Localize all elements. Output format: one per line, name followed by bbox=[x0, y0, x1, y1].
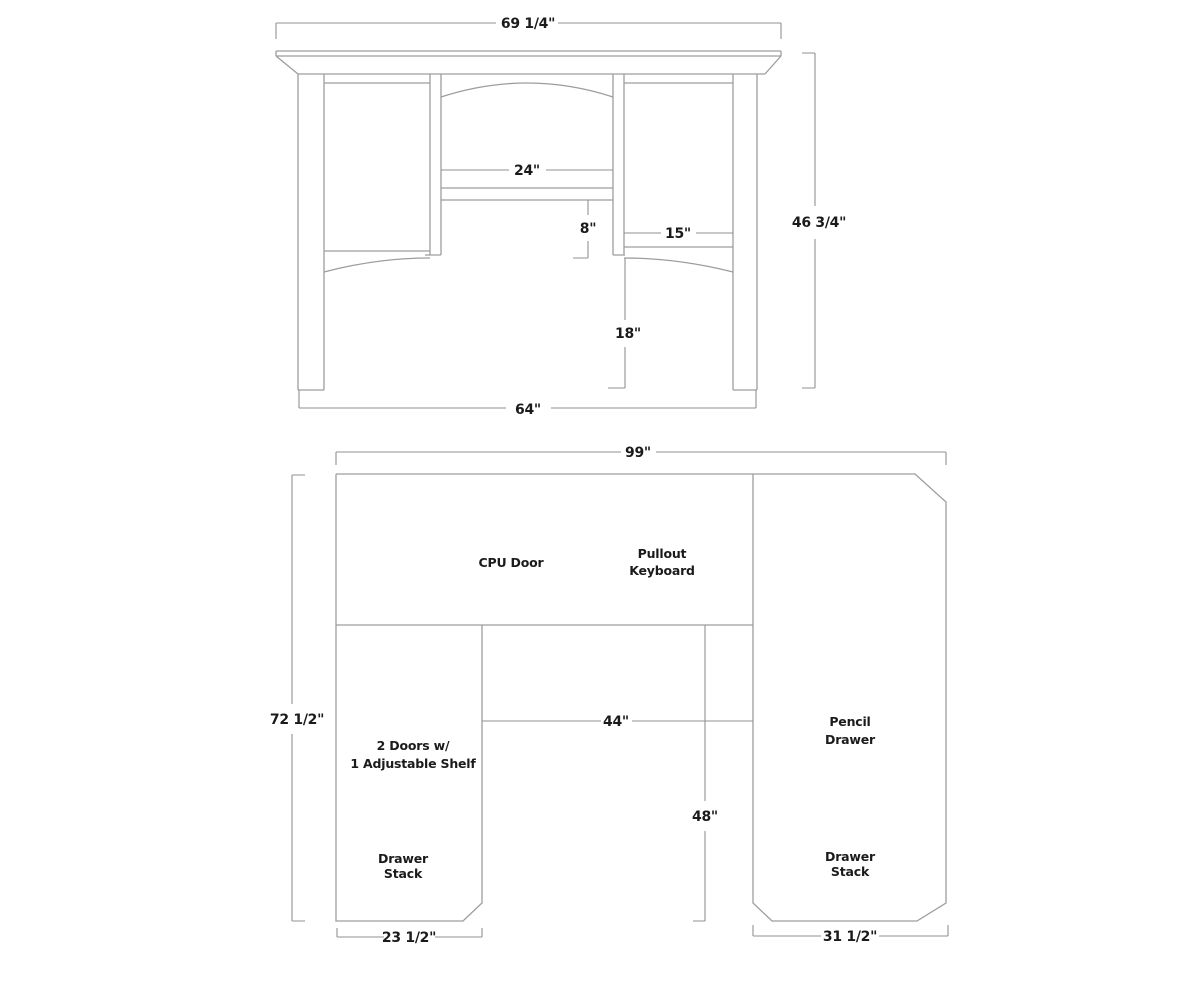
dim-left-pedestal-width: 23 1/2" bbox=[336, 928, 483, 946]
right-leg bbox=[732, 74, 758, 391]
label-right-drawer-stack: Drawer Stack bbox=[825, 849, 876, 879]
label-pencil-drawer: Pencil Drawer bbox=[825, 714, 876, 747]
svg-text:Stack: Stack bbox=[831, 864, 870, 879]
dim-base-width: 64" bbox=[298, 390, 757, 418]
dim-top-width-label: 69 1/4" bbox=[501, 16, 555, 32]
dim-kneehole-width-label: 44" bbox=[603, 714, 629, 730]
dim-side-drawer-width: 15" bbox=[624, 226, 733, 242]
dim-shelf-width: 24" bbox=[441, 163, 613, 179]
svg-text:Stack: Stack bbox=[384, 866, 423, 881]
dim-kneehole-depth-label: 48" bbox=[692, 809, 718, 825]
dim-top-width: 69 1/4" bbox=[275, 16, 782, 39]
svg-text:Pullout: Pullout bbox=[638, 546, 687, 561]
dim-base-width-label: 64" bbox=[515, 402, 541, 418]
dim-shelf-width-label: 24" bbox=[514, 163, 540, 179]
dim-right-pedestal-width: 31 1/2" bbox=[752, 925, 949, 945]
dim-right-pedestal-width-label: 31 1/2" bbox=[823, 929, 877, 945]
svg-text:Drawer: Drawer bbox=[825, 732, 876, 747]
dim-plan-overall-depth: 72 1/2" bbox=[270, 474, 324, 922]
left-leg bbox=[297, 74, 325, 391]
dim-side-drawer-width-label: 15" bbox=[665, 226, 691, 242]
label-pullout-keyboard: Pullout Keyboard bbox=[629, 546, 695, 578]
label-left-drawer-stack: Drawer Stack bbox=[378, 851, 429, 881]
svg-text:Drawer: Drawer bbox=[825, 849, 876, 864]
dim-plan-overall-width: 99" bbox=[335, 445, 947, 465]
svg-text:Keyboard: Keyboard bbox=[629, 563, 695, 578]
label-left-cabinet: 2 Doors w/ 1 Adjustable Shelf bbox=[350, 738, 476, 771]
dim-left-pedestal-width-label: 23 1/2" bbox=[382, 930, 436, 946]
dim-kneehole-depth: 48" bbox=[692, 625, 718, 922]
label-cpu-door: CPU Door bbox=[479, 555, 545, 570]
dim-shelf-drop: 8" bbox=[573, 200, 597, 259]
dim-overall-height-label: 46 3/4" bbox=[792, 215, 846, 231]
right-drawer-panel bbox=[623, 82, 734, 273]
center-shelf bbox=[441, 187, 613, 201]
plan-outline bbox=[335, 473, 947, 922]
kneehole-arch bbox=[440, 82, 614, 98]
plan-view: 99" 72 1/2" 44" 48" 23 1/2" 31 1/2" CPU bbox=[270, 445, 949, 946]
svg-text:2 Doors w/: 2 Doors w/ bbox=[377, 738, 450, 753]
dim-knee-clearance-label: 18" bbox=[615, 326, 641, 342]
left-door-panel bbox=[323, 82, 431, 273]
dim-plan-overall-width-label: 99" bbox=[625, 445, 651, 461]
dim-knee-clearance: 18" bbox=[608, 258, 641, 389]
svg-text:1 Adjustable Shelf: 1 Adjustable Shelf bbox=[350, 756, 476, 771]
dim-kneehole-width: 44" bbox=[482, 714, 753, 730]
dim-overall-height: 46 3/4" bbox=[792, 52, 846, 389]
dim-plan-overall-depth-label: 72 1/2" bbox=[270, 712, 324, 728]
front-elevation-view: 69 1/4" 64" 46 3/4" 24" 8" 15" bbox=[275, 16, 846, 418]
dim-shelf-drop-label: 8" bbox=[580, 221, 596, 237]
svg-text:Pencil: Pencil bbox=[829, 714, 870, 729]
right-divider bbox=[612, 74, 625, 256]
svg-text:Drawer: Drawer bbox=[378, 851, 429, 866]
desk-top bbox=[275, 50, 782, 75]
left-divider bbox=[425, 74, 442, 256]
